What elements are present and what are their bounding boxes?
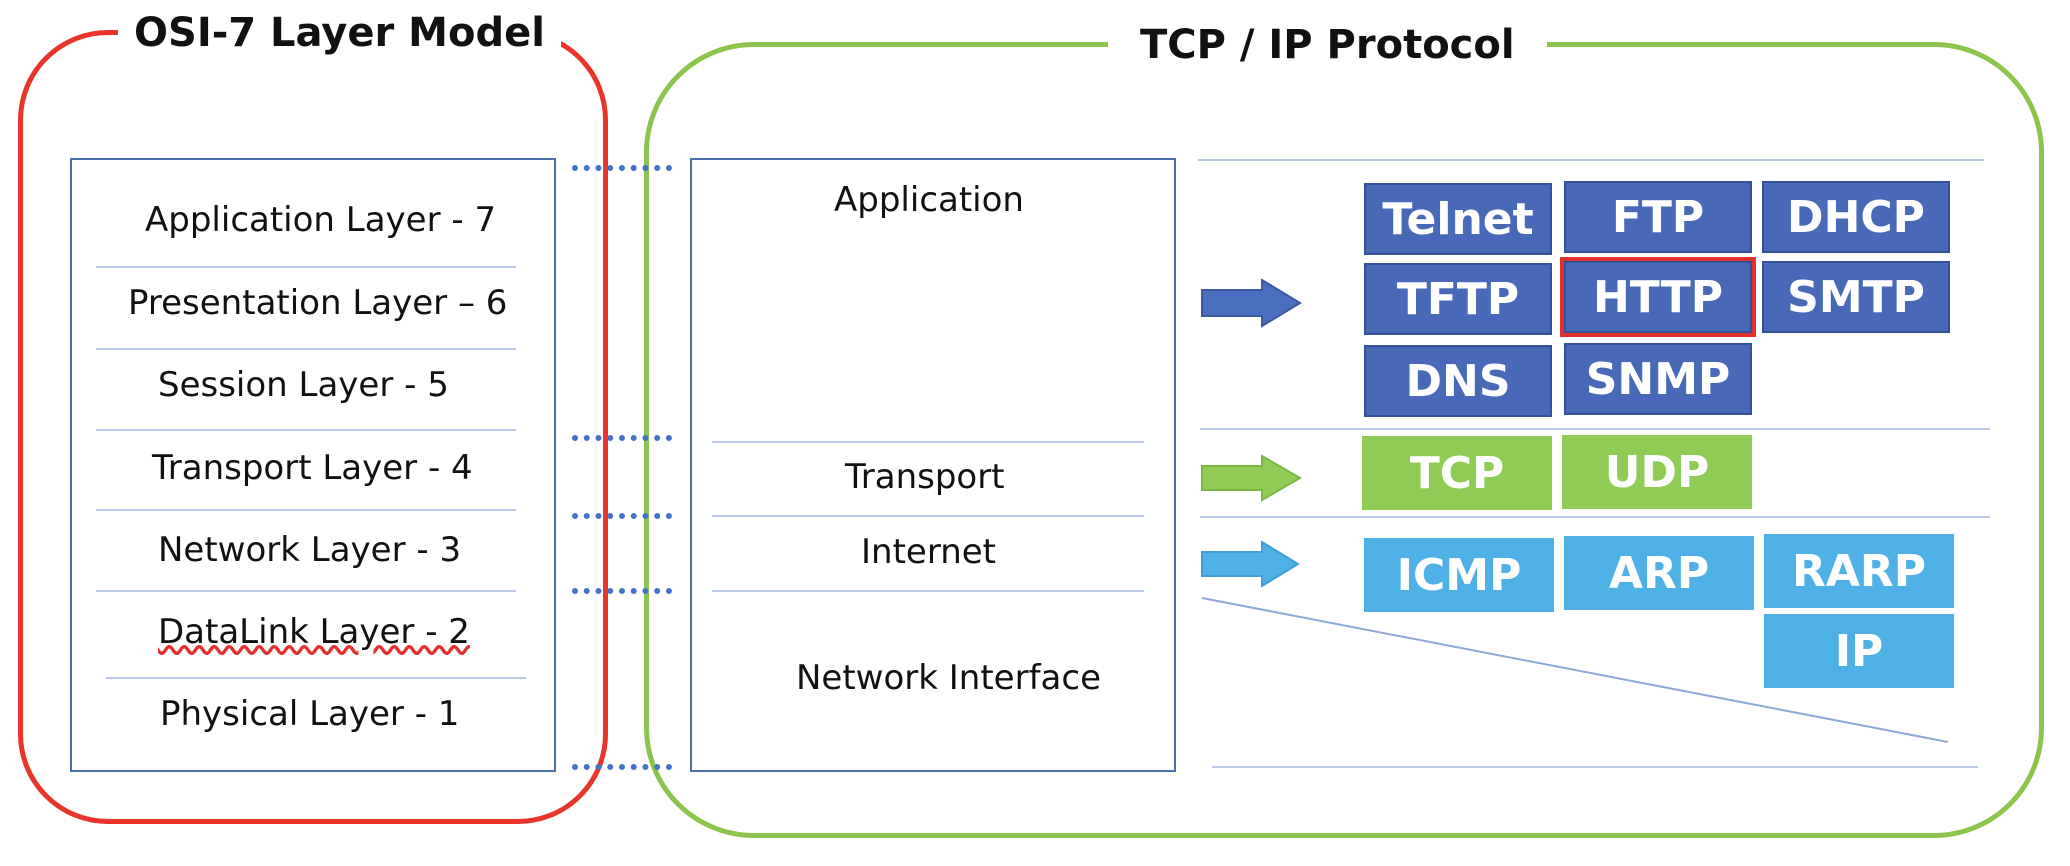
osi-layer-1: Physical Layer - 1: [160, 694, 460, 734]
connector-dots: [572, 435, 672, 441]
connector-dots: [572, 764, 672, 770]
connector-dots: [572, 513, 672, 519]
protocol-dns: DNS: [1364, 345, 1552, 417]
protocol-rarp: RARP: [1764, 534, 1954, 608]
osi-layer-box: [70, 158, 556, 772]
osi-divider: [96, 509, 516, 511]
osi-layer-5: Session Layer - 5: [158, 365, 449, 405]
protocol-separator: [1198, 159, 1984, 161]
protocol-http: HTTP: [1564, 261, 1752, 333]
protocol-separator: [1200, 428, 1990, 430]
osi-divider: [106, 677, 526, 679]
protocol-snmp: SNMP: [1564, 343, 1752, 415]
protocol-tcp: TCP: [1362, 436, 1552, 510]
protocol-arp: ARP: [1564, 536, 1754, 610]
internet-arrow-icon: [1201, 540, 1300, 588]
protocol-separator: [1200, 516, 1990, 518]
tcpip-layer-transport: Transport: [845, 457, 1005, 497]
osi-title: OSI-7 Layer Model: [118, 10, 561, 56]
protocol-smtp: SMTP: [1762, 261, 1950, 333]
tcpip-divider: [712, 590, 1144, 592]
protocol-telnet: Telnet: [1364, 183, 1552, 255]
osi-layer-7: Application Layer - 7: [145, 200, 497, 240]
protocol-tftp: TFTP: [1364, 263, 1552, 335]
protocol-dhcp: DHCP: [1762, 181, 1950, 253]
osi-layer-6: Presentation Layer – 6: [128, 283, 508, 323]
osi-layer-3: Network Layer - 3: [158, 530, 462, 570]
diagonal-line: [1201, 597, 1949, 743]
protocol-ip: IP: [1764, 614, 1954, 688]
connector-dots: [572, 588, 672, 594]
tcpip-divider: [712, 441, 1144, 443]
transport-arrow-icon: [1201, 454, 1302, 502]
osi-divider: [96, 590, 516, 592]
tcpip-layer-application: Application: [834, 180, 1024, 220]
protocol-separator: [1212, 766, 1978, 768]
protocol-icmp: ICMP: [1364, 538, 1554, 612]
protocol-ftp: FTP: [1564, 181, 1752, 253]
osi-divider: [96, 348, 516, 350]
protocol-udp: UDP: [1562, 435, 1752, 509]
tcpip-layer-internet: Internet: [861, 532, 997, 572]
osi-layer-2: DataLink Layer - 2: [158, 612, 470, 652]
tcpip-layer-network-interface: Network Interface: [796, 658, 1101, 698]
osi-divider: [96, 266, 516, 268]
osi-divider: [96, 429, 516, 431]
connector-dots: [572, 165, 672, 171]
osi-layer-4: Transport Layer - 4: [152, 448, 473, 488]
tcpip-divider: [712, 515, 1144, 517]
tcpip-layer-box: [690, 158, 1176, 772]
tcpip-title: TCP / IP Protocol: [1108, 22, 1547, 68]
application-arrow-icon: [1201, 278, 1302, 328]
